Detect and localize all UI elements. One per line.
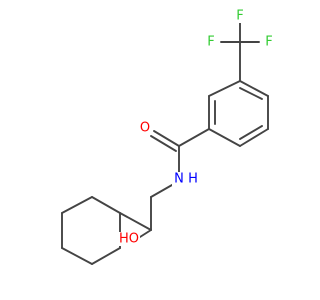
bond-cyclohexane-1: [91, 196, 121, 214]
bond-ch-cyclohexyl: [119, 212, 152, 231]
bond-ring-double-2: [239, 125, 263, 140]
bond-cyclohexane-2: [61, 196, 93, 214]
bond-carbonyl-o-2: [150, 135, 177, 152]
bond-ring-1: [208, 80, 241, 97]
bond-cyclohexane-4: [61, 247, 93, 265]
atom-label-nitrogen: N: [174, 172, 184, 187]
bond-carbonyl-o-1: [153, 130, 180, 147]
bond-ring-carbonyl: [178, 128, 210, 147]
atom-label-fluorine-left: F: [207, 35, 214, 50]
bond-ring-3: [208, 128, 241, 147]
bonds: [61, 22, 269, 265]
bond-cyclohexane-5: [91, 247, 121, 265]
atom-label-fluorine-top: F: [236, 9, 243, 24]
atom-label-hydrogen-on-nitrogen: H: [188, 172, 198, 187]
bond-ring-4: [239, 128, 269, 147]
atom-label-fluorine-right: F: [265, 35, 272, 50]
chemical-structure-diagram: F F F O N H HO: [61, 8, 275, 265]
bond-ch-oh: [139, 229, 152, 238]
bond-ring-6: [239, 80, 269, 97]
atom-labels: F F F O N H HO: [118, 9, 275, 247]
atom-label-hydroxyl: HO: [119, 232, 139, 247]
bond-ring-double-3: [239, 87, 263, 100]
atom-label-oxygen-carbonyl: O: [140, 121, 150, 136]
